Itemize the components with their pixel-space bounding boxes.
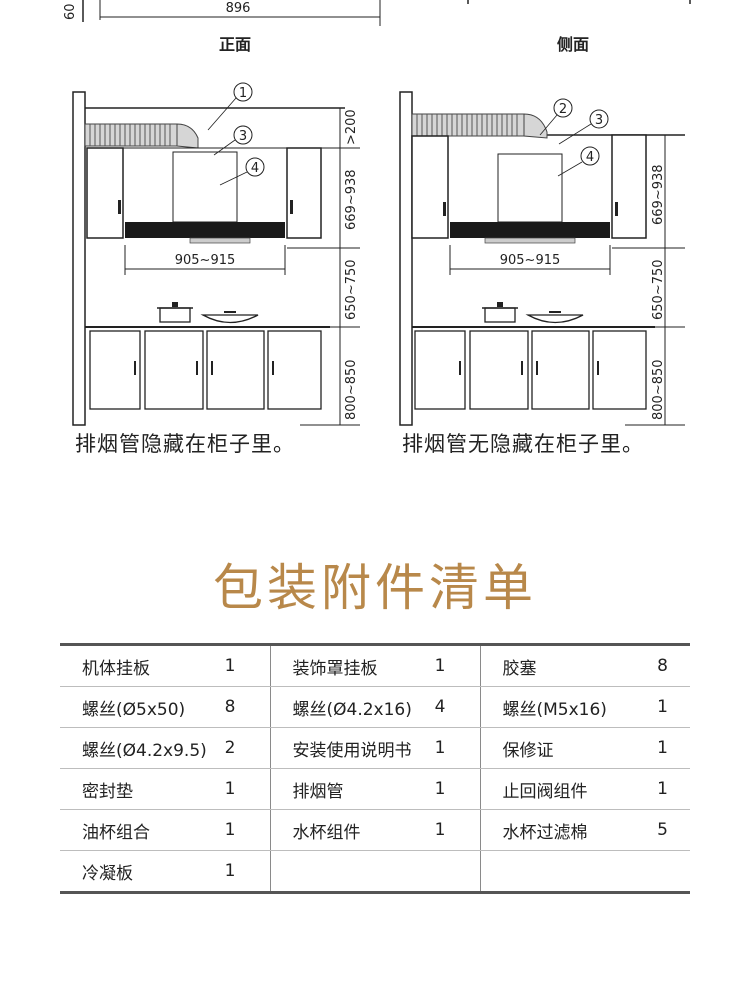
accessory-quantity: 1 <box>430 727 481 769</box>
svg-text:3: 3 <box>239 129 247 144</box>
dim-gap: 650~750 <box>344 259 359 320</box>
right-wall-cabinet <box>286 147 322 239</box>
cabinet-handle <box>443 202 446 216</box>
range-hood-body <box>125 222 285 238</box>
accessory-name: 保修证 <box>480 727 640 769</box>
svg-text:4: 4 <box>586 150 594 165</box>
accessory-name: 装饰罩挂板 <box>270 644 430 687</box>
base-cabinets <box>89 330 322 410</box>
accessory-name: 水杯组件 <box>270 809 430 851</box>
accessory-quantity: 1 <box>430 644 481 687</box>
dim-hood-height: 669~938 <box>344 169 359 230</box>
range-hood-body <box>450 222 610 238</box>
accessory-quantity: 1 <box>220 644 271 687</box>
accessory-quantity: 1 <box>220 850 271 893</box>
pot-icon <box>482 302 518 323</box>
svg-text:3: 3 <box>595 113 603 128</box>
top-partial-drawing: 896 60 <box>63 0 691 26</box>
wok-icon <box>525 311 584 324</box>
base-cabinets <box>414 330 647 410</box>
exhaust-duct <box>411 113 548 139</box>
accessory-name: 安装使用说明书 <box>270 727 430 769</box>
callout-3: 3 <box>558 109 609 145</box>
accessory-quantity: 5 <box>640 809 690 851</box>
accessory-quantity <box>430 850 481 893</box>
accessories-title: 包装附件清单 <box>213 559 537 617</box>
accessory-name: 止回阀组件 <box>480 768 640 810</box>
side-installation-diagram: 2 3 4 669~938 650~750 800~850 905~915 <box>399 91 685 426</box>
cabinet-handle <box>118 200 121 214</box>
accessory-name: 胶塞 <box>480 644 640 687</box>
dim-counter: 800~850 <box>344 359 359 420</box>
callout-1: 1 <box>207 82 253 131</box>
front-installation-diagram: 1 3 4 >200 669~938 650~750 800~850 905~9… <box>72 82 360 426</box>
side-view-label: 侧面 <box>557 35 590 54</box>
accessory-name: 排烟管 <box>270 768 430 810</box>
cabinet-handle <box>615 202 618 216</box>
wall <box>72 91 86 426</box>
table-row: 冷凝板 1 <box>60 850 690 893</box>
accessory-name: 螺丝(Ø4.2x16) <box>270 686 430 728</box>
accessory-name <box>270 851 430 893</box>
cabinet-handle <box>290 200 293 214</box>
decorative-cover <box>172 151 238 223</box>
accessory-quantity: 1 <box>430 768 481 810</box>
accessory-name: 螺丝(M5x16) <box>480 686 640 728</box>
accessory-quantity: 8 <box>640 644 690 687</box>
hood-panel <box>189 237 251 244</box>
wok-icon <box>200 311 259 324</box>
accessory-name: 水杯过滤棉 <box>480 809 640 851</box>
dim-hood-height: 669~938 <box>651 164 666 225</box>
accessory-name: 冷凝板 <box>82 863 133 884</box>
accessory-name: 机体挂板 <box>60 644 220 687</box>
front-view-label: 正面 <box>219 35 252 54</box>
callout-3: 3 <box>213 125 253 156</box>
accessory-quantity: 2 <box>220 727 271 769</box>
accessory-name: 油杯组合 <box>60 809 220 851</box>
wall <box>399 91 413 426</box>
accessory-quantity: 4 <box>430 686 481 728</box>
accessory-quantity: 1 <box>430 809 481 851</box>
decorative-cover <box>497 153 563 223</box>
accessory-quantity <box>640 851 690 893</box>
accessory-quantity: 1 <box>640 768 690 810</box>
callout-2: 2 <box>539 98 573 136</box>
accessory-name: 螺丝(Ø4.2x9.5) <box>60 727 220 769</box>
exhaust-duct <box>84 123 199 149</box>
svg-text:1: 1 <box>239 86 247 101</box>
dim-hood-width: 905~915 <box>175 253 236 268</box>
left-wall-cabinet <box>86 147 124 239</box>
accessory-quantity: 8 <box>220 686 271 728</box>
accessory-quantity: 1 <box>220 768 271 810</box>
top-dim-label: 896 <box>226 1 251 16</box>
callout-4: 4 <box>557 146 600 177</box>
accessory-quantity: 1 <box>220 809 271 851</box>
accessory-quantity: 1 <box>640 686 690 728</box>
dim-top: >200 <box>344 109 359 145</box>
accessory-name: 螺丝(Ø5x50) <box>60 686 220 728</box>
dim-counter: 800~850 <box>651 359 666 420</box>
front-caption: 排烟管隐藏在柜子里。 <box>75 432 295 456</box>
dim-hood-width: 905~915 <box>500 253 561 268</box>
top-side-dim-label: 60 <box>63 3 78 20</box>
svg-text:2: 2 <box>559 102 567 117</box>
right-wall-cabinet <box>611 134 647 239</box>
callout-4: 4 <box>219 157 265 186</box>
accessory-name: 密封垫 <box>60 768 220 810</box>
hood-panel <box>484 237 576 244</box>
left-wall-cabinet <box>411 135 449 239</box>
dim-gap: 650~750 <box>651 259 666 320</box>
svg-text:4: 4 <box>251 161 259 176</box>
accessory-name <box>480 851 640 893</box>
accessory-quantity: 1 <box>640 727 690 769</box>
pot-icon <box>157 302 193 323</box>
side-caption: 排烟管无隐藏在柜子里。 <box>402 432 644 456</box>
